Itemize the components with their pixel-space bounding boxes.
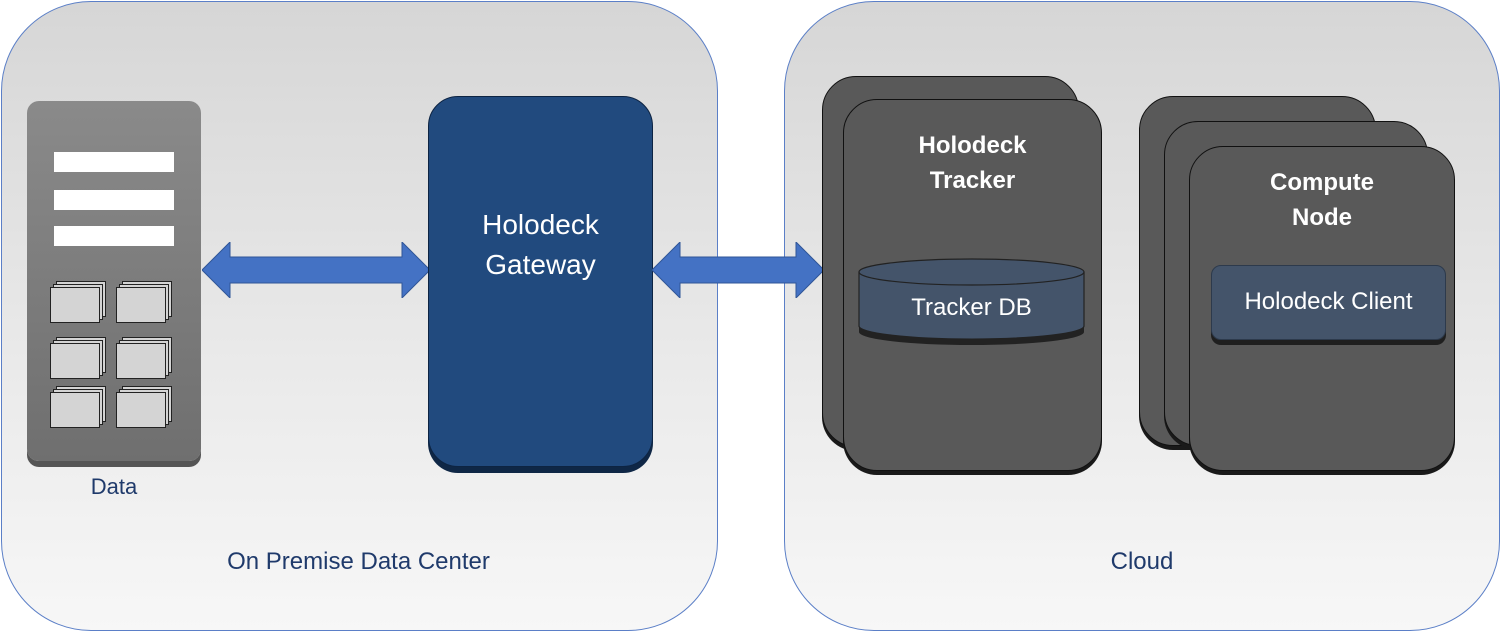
compute-title-line1: Compute xyxy=(1270,169,1374,196)
database-icon xyxy=(858,258,1085,346)
tracker-title: Holodeck Tracker xyxy=(844,128,1101,198)
tracker-db-cylinder: Tracker DB xyxy=(858,258,1085,350)
cloud-label: Cloud xyxy=(1110,548,1174,575)
on-premise-label: On Premise Data Center xyxy=(227,548,490,575)
server-slot xyxy=(54,190,174,210)
compute-title: Compute Node xyxy=(1190,165,1454,235)
gateway-label-line1: Holodeck xyxy=(482,209,599,240)
document-stack-icon xyxy=(50,386,106,430)
server-slot xyxy=(54,152,174,172)
gateway-label: Holodeck Gateway xyxy=(429,205,652,285)
tracker-title-line2: Tracker xyxy=(929,167,1016,194)
tracker-db-label: Tracker DB xyxy=(911,294,1032,321)
document-stack-icon xyxy=(50,337,106,381)
tracker-title-line1: Holodeck xyxy=(918,132,1027,159)
data-server-icon xyxy=(27,101,201,461)
compute-title-line2: Node xyxy=(1292,204,1352,231)
document-stack-icon xyxy=(116,281,172,325)
document-stack-icon xyxy=(116,337,172,381)
client-label: Holodeck Client xyxy=(1244,288,1413,315)
holodeck-client-box: Holodeck Client xyxy=(1211,265,1446,340)
bidirectional-arrow-icon xyxy=(202,242,430,298)
document-stack-icon xyxy=(50,281,106,325)
bidirectional-arrow-icon xyxy=(652,242,824,298)
holodeck-gateway-box: Holodeck Gateway xyxy=(428,96,653,467)
data-label: Data xyxy=(90,474,138,499)
gateway-label-line2: Gateway xyxy=(485,249,596,280)
document-stack-icon xyxy=(116,386,172,430)
server-slot xyxy=(54,226,174,246)
